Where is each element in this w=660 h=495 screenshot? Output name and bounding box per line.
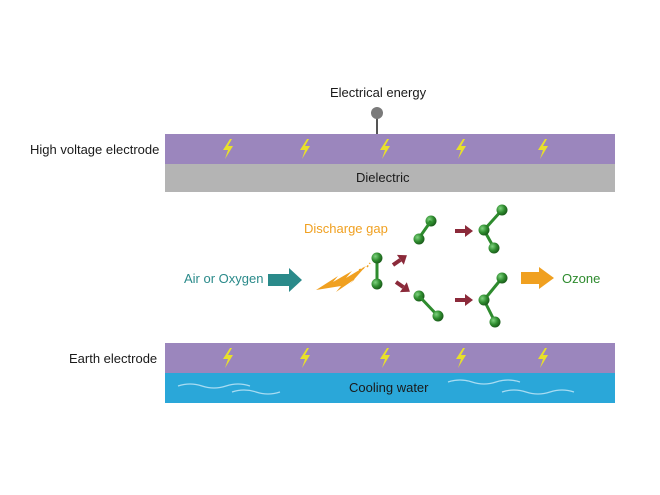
dielectric-plate — [165, 164, 615, 192]
high-voltage-electrode-plate — [165, 134, 615, 164]
electrical-energy-label: Electrical energy — [330, 85, 427, 100]
ozone-label: Ozone — [562, 271, 601, 286]
upper-reaction — [413, 204, 508, 254]
cooling-water-label: Cooling water — [349, 380, 429, 395]
dielectric-label: Dielectric — [356, 170, 410, 185]
reaction-arrow — [455, 225, 473, 237]
earth-electrode-label: Earth electrode — [69, 351, 158, 366]
split-arrows — [391, 254, 410, 293]
air-or-oxygen-label: Air or Oxygen — [184, 271, 264, 286]
terminal-icon — [371, 107, 383, 134]
discharge-spark — [316, 262, 371, 292]
molecule-icon — [371, 252, 383, 290]
earth-electrode-plate — [165, 343, 615, 373]
reaction-arrow — [455, 294, 473, 306]
molecule-icon — [413, 290, 444, 322]
discharge-gap-label: Discharge gap — [304, 221, 388, 236]
lower-reaction — [413, 272, 508, 328]
molecule-icon — [478, 272, 508, 328]
outlet-arrow — [521, 267, 554, 289]
water-ripples — [177, 379, 575, 395]
cooling-water-plate — [165, 373, 615, 403]
high-voltage-electrode-label: High voltage electrode — [30, 142, 160, 157]
inlet-arrow — [268, 268, 302, 292]
molecule-icon — [413, 215, 437, 245]
molecule-icon — [478, 204, 508, 254]
